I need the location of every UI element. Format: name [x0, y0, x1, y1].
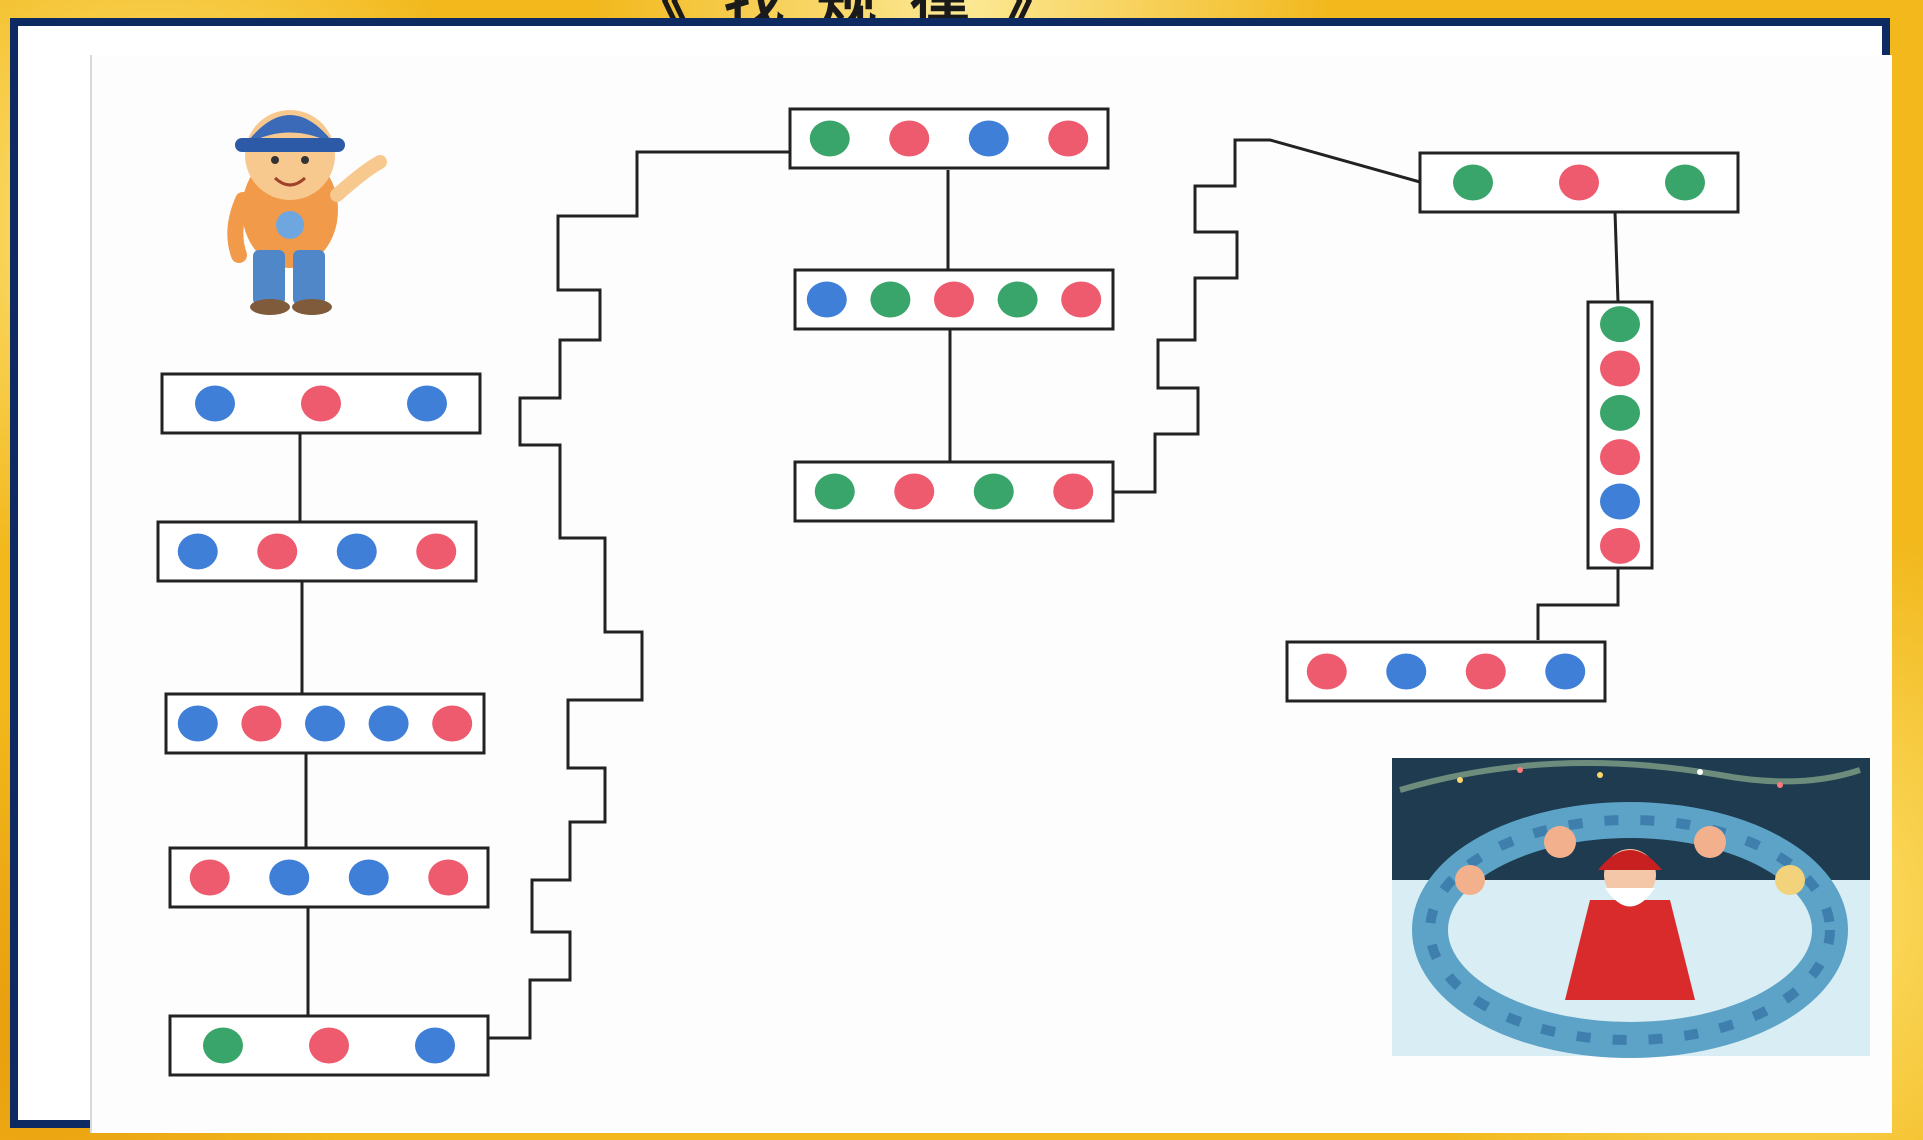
green-dot	[1600, 306, 1640, 342]
red-dot	[1466, 654, 1506, 690]
cartoon-boy-illustration	[235, 110, 380, 315]
red-dot	[1600, 528, 1640, 564]
green-dot	[1453, 165, 1493, 201]
blue-dot	[1600, 484, 1640, 520]
middle-pattern-box-3	[795, 462, 1113, 521]
left-pattern-box-3	[166, 694, 484, 753]
red-dot	[416, 534, 456, 570]
right-top-pattern-box	[1420, 153, 1738, 212]
red-dot	[1053, 474, 1093, 510]
blue-dot	[415, 1028, 455, 1064]
red-dot	[257, 534, 297, 570]
red-dot	[1061, 282, 1101, 318]
red-dot	[889, 121, 929, 157]
green-dot	[998, 282, 1038, 318]
left-pattern-box-2	[158, 522, 476, 581]
blue-dot	[407, 386, 447, 422]
green-dot	[1600, 395, 1640, 431]
red-dot	[309, 1028, 349, 1064]
red-dot	[1048, 121, 1088, 157]
red-dot	[894, 474, 934, 510]
blue-dot	[195, 386, 235, 422]
left-pattern-box-4	[170, 848, 488, 907]
blue-dot	[337, 534, 377, 570]
red-dot	[934, 282, 974, 318]
green-dot	[870, 282, 910, 318]
red-dot	[190, 860, 230, 896]
green-dot	[810, 121, 850, 157]
red-dot	[428, 860, 468, 896]
red-dot	[1600, 351, 1640, 387]
red-dot	[432, 706, 472, 742]
blue-dot	[969, 121, 1009, 157]
middle-pattern-box-2	[795, 270, 1113, 329]
blue-dot	[305, 706, 345, 742]
red-dot	[1559, 165, 1599, 201]
blue-dot	[1545, 654, 1585, 690]
blue-dot	[1386, 654, 1426, 690]
left-pattern-box-5	[170, 1016, 488, 1075]
green-dot	[203, 1028, 243, 1064]
blue-dot	[349, 860, 389, 896]
red-dot	[301, 386, 341, 422]
green-dot	[1665, 165, 1705, 201]
green-dot	[974, 474, 1014, 510]
red-dot	[1600, 439, 1640, 475]
blue-dot	[269, 860, 309, 896]
blue-dot	[369, 706, 409, 742]
green-dot	[815, 474, 855, 510]
right-vertical-pattern-box	[1588, 302, 1652, 568]
santa-children-illustration	[1392, 758, 1870, 1056]
red-dot	[1307, 654, 1347, 690]
left-pattern-box-1	[162, 374, 480, 433]
blue-dot	[178, 706, 218, 742]
right-bottom-pattern-box	[1287, 642, 1605, 701]
blue-dot	[178, 534, 218, 570]
blue-dot	[807, 282, 847, 318]
middle-pattern-box-1	[790, 109, 1108, 168]
red-dot	[241, 706, 281, 742]
